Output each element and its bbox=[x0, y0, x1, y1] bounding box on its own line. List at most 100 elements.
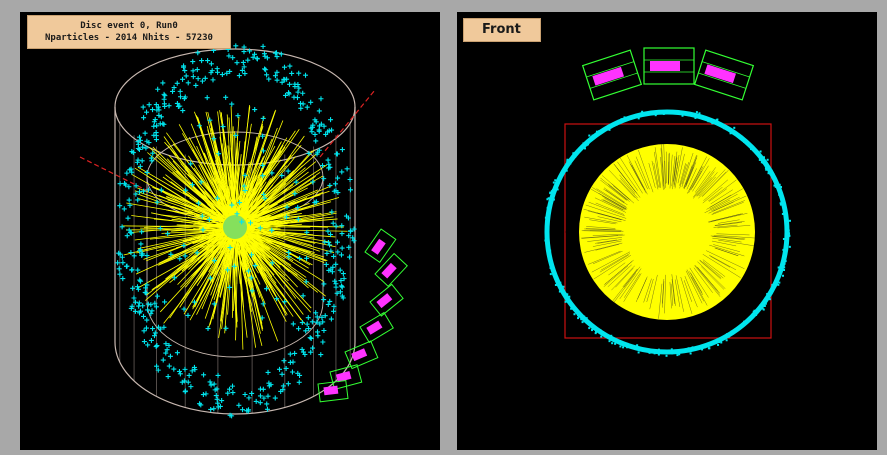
calo-cell-outline bbox=[317, 380, 349, 403]
hit-marker bbox=[150, 326, 156, 332]
ring-hit bbox=[687, 347, 690, 350]
hit-marker bbox=[308, 349, 314, 355]
ring-hit bbox=[662, 112, 665, 115]
perspective-view-canvas[interactable] bbox=[20, 12, 440, 450]
calo-energy-deposit bbox=[371, 238, 386, 255]
radial-track bbox=[613, 185, 630, 200]
hit-marker bbox=[141, 115, 147, 121]
hit-marker bbox=[145, 342, 151, 348]
hit-marker bbox=[180, 76, 186, 82]
hit-marker bbox=[274, 50, 280, 56]
ring-hit bbox=[708, 347, 711, 350]
ring-hit bbox=[547, 197, 550, 200]
hit-marker bbox=[211, 258, 217, 264]
hit-marker bbox=[260, 173, 266, 179]
ring-hit bbox=[626, 346, 629, 349]
perspective-view-panel[interactable]: Disc event 0, Run0 Nparticles - 2014 Nhi… bbox=[20, 12, 440, 450]
hit-marker bbox=[320, 163, 326, 169]
calo-module bbox=[581, 49, 643, 101]
hit-marker bbox=[138, 137, 144, 143]
radial-track bbox=[608, 262, 626, 276]
radial-track bbox=[708, 188, 727, 202]
ring-hit bbox=[781, 212, 784, 215]
hit-marker bbox=[137, 248, 143, 254]
radial-track bbox=[638, 149, 654, 193]
ring-hit bbox=[578, 315, 581, 318]
radial-track bbox=[669, 281, 672, 309]
hit-marker bbox=[216, 151, 222, 157]
hit-marker bbox=[128, 250, 134, 256]
hit-marker bbox=[196, 200, 202, 206]
radial-track bbox=[714, 222, 743, 227]
radial-track bbox=[668, 161, 670, 184]
ring-hit bbox=[681, 114, 684, 117]
particle-track bbox=[237, 223, 264, 330]
hit-marker bbox=[230, 383, 236, 389]
radial-track bbox=[597, 216, 622, 223]
front-view-canvas[interactable] bbox=[457, 12, 877, 450]
ring-hit bbox=[583, 315, 586, 318]
hit-marker bbox=[295, 89, 301, 95]
ring-hit bbox=[762, 156, 765, 159]
hit-marker bbox=[329, 127, 335, 133]
hit-marker bbox=[143, 145, 149, 151]
ring-hit bbox=[654, 114, 657, 117]
ring-hit bbox=[715, 122, 718, 125]
radial-track bbox=[683, 165, 693, 188]
radial-track bbox=[588, 250, 621, 265]
radial-track bbox=[699, 260, 722, 280]
radial-track bbox=[674, 161, 679, 185]
hit-marker bbox=[189, 182, 195, 188]
front-view-panel[interactable]: Front bbox=[457, 12, 877, 450]
ring-hit bbox=[570, 307, 573, 310]
hit-marker bbox=[188, 384, 194, 390]
ring-hit bbox=[574, 154, 577, 157]
radial-track bbox=[681, 152, 694, 187]
hit-marker bbox=[146, 140, 152, 146]
hit-marker bbox=[144, 169, 150, 175]
radial-track bbox=[693, 171, 715, 199]
hit-marker bbox=[172, 275, 178, 281]
calo-cell-outline bbox=[329, 364, 363, 390]
hit-marker bbox=[287, 359, 293, 365]
hit-marker bbox=[132, 299, 138, 305]
hit-marker bbox=[299, 320, 305, 326]
hit-marker bbox=[274, 69, 280, 75]
radial-track bbox=[595, 243, 620, 251]
hit-marker bbox=[205, 326, 211, 332]
hit-marker bbox=[135, 197, 141, 203]
particle-track bbox=[205, 111, 234, 224]
radial-track bbox=[672, 151, 678, 182]
particle-track bbox=[232, 229, 238, 312]
ring-hit bbox=[547, 226, 550, 229]
hit-marker bbox=[252, 107, 258, 113]
ring-hit bbox=[689, 347, 692, 350]
hit-marker bbox=[317, 321, 323, 327]
radial-track bbox=[649, 274, 658, 310]
hit-marker bbox=[293, 179, 299, 185]
ring-hit bbox=[723, 127, 726, 130]
hit-marker bbox=[287, 351, 293, 357]
ring-hit bbox=[567, 297, 570, 300]
hit-marker bbox=[207, 275, 213, 281]
hit-marker bbox=[295, 204, 301, 210]
ring-hit bbox=[573, 152, 576, 155]
hit-marker bbox=[327, 242, 333, 248]
hit-marker bbox=[226, 53, 232, 59]
radial-track bbox=[615, 267, 634, 288]
hit-marker bbox=[167, 353, 173, 359]
hit-marker bbox=[316, 128, 322, 134]
ring-hit bbox=[766, 292, 769, 295]
radial-track bbox=[646, 278, 654, 303]
ring-hit bbox=[573, 313, 576, 316]
particle-track bbox=[238, 226, 335, 254]
radial-track bbox=[689, 271, 704, 296]
hit-marker bbox=[155, 324, 161, 330]
ring-hit bbox=[566, 293, 569, 296]
ring-hit bbox=[611, 342, 614, 345]
particle-track bbox=[203, 152, 237, 227]
ring-hit bbox=[637, 117, 640, 120]
hit-marker bbox=[233, 132, 239, 138]
radial-track bbox=[619, 157, 643, 194]
radial-track bbox=[592, 233, 623, 236]
